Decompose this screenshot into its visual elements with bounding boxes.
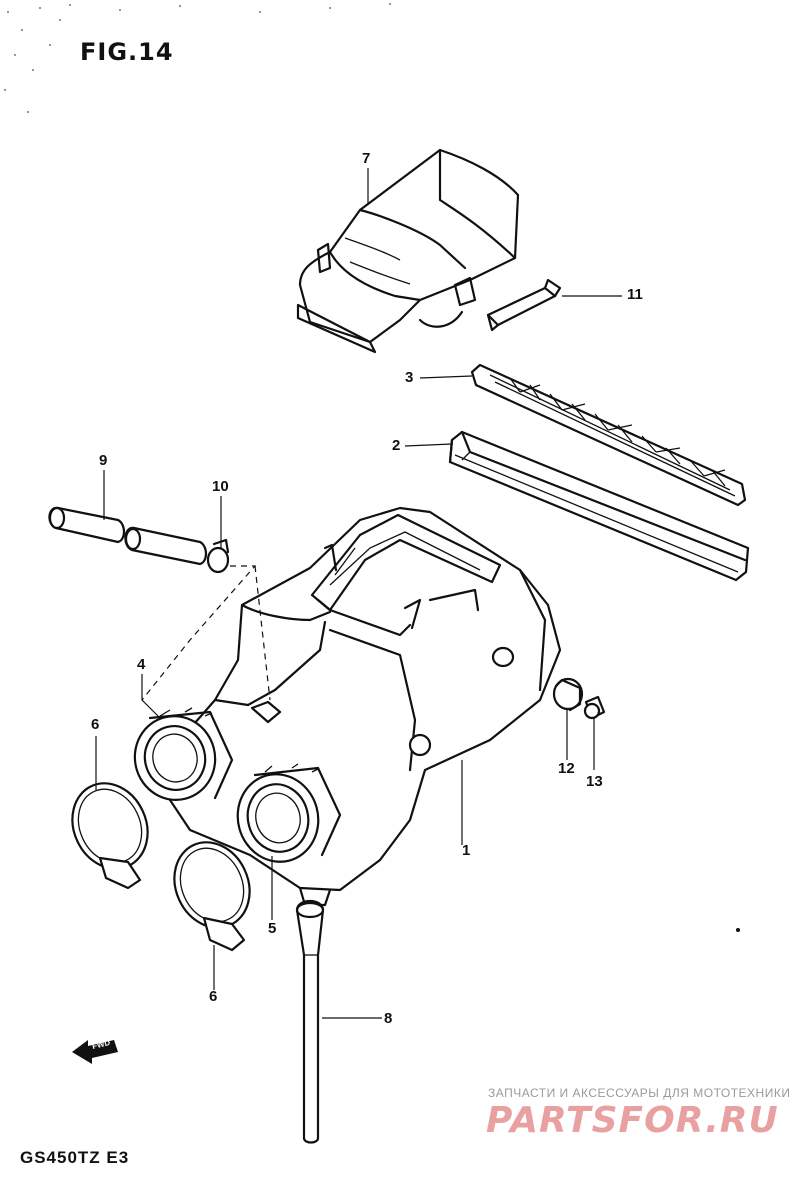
watermark-logo: PARTSFOR.RU — [486, 1100, 779, 1141]
model-code: GS450TZ E3 — [20, 1148, 130, 1167]
part-4-intake-boot — [133, 707, 234, 801]
callout-8: 8 — [384, 1010, 393, 1027]
part-1-air-cleaner-box — [168, 506, 562, 907]
part-9-hoses — [48, 506, 208, 566]
part-2-filter-element — [448, 430, 750, 582]
part-6-clamp-upper — [71, 782, 149, 890]
callout-12: 12 — [558, 760, 575, 777]
callout-6-upper: 6 — [91, 716, 100, 733]
part-6-clamp-lower — [173, 841, 251, 952]
part-3-filter-screen — [470, 363, 747, 507]
callout-4: 4 — [137, 656, 146, 673]
callout-5: 5 — [268, 920, 277, 937]
callout-13: 13 — [586, 773, 603, 790]
part-8-drain-tube — [295, 899, 325, 1144]
callout-7: 7 — [362, 150, 371, 167]
callout-3: 3 — [405, 369, 414, 386]
callout-6-lower: 6 — [209, 988, 218, 1005]
part-10-spring-clip — [206, 538, 230, 574]
forward-arrow-icon — [72, 1040, 118, 1064]
figure-title: FIG.14 — [80, 38, 174, 66]
watermark-tagline: ЗАПЧАСТИ И АКСЕССУАРЫ ДЛЯ МОТОТЕХНИКИ — [488, 1086, 791, 1100]
part-7-intake-cover — [296, 148, 520, 354]
part-11-clip — [486, 278, 562, 332]
callout-1: 1 — [462, 842, 471, 859]
callout-10: 10 — [212, 478, 229, 495]
part-5-intake-boot — [236, 763, 342, 863]
callout-11: 11 — [627, 286, 643, 303]
scan-noise — [4, 3, 391, 113]
leader-lines — [95, 168, 622, 1019]
part-12-grommet — [552, 677, 584, 712]
part-13-cap — [583, 695, 606, 720]
callout-2: 2 — [392, 437, 401, 454]
callout-9: 9 — [99, 452, 108, 469]
